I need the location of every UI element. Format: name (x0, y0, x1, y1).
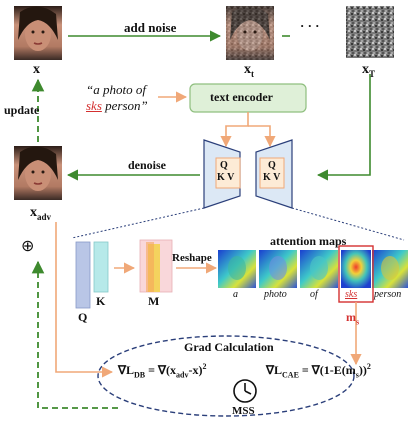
prompt-line1: “a photo of (86, 82, 146, 97)
oplus-symbol: ⊕ (21, 238, 35, 255)
k-matrix (93, 241, 109, 293)
x-label: x (33, 62, 40, 77)
x-t-label: xt (244, 62, 254, 79)
attention-map-group (218, 250, 408, 288)
x-adv-label: xadv (30, 205, 52, 222)
update-label: update (4, 103, 40, 117)
qkv-left-kv: K V (217, 172, 235, 183)
grad-calculation-title: Grad Calculation (184, 340, 274, 354)
text-encoder-label: text encoder (210, 90, 273, 104)
unet-block (203, 139, 293, 209)
reshape-label: Reshape (172, 252, 212, 264)
qkv-left-q: Q (220, 160, 228, 171)
grad-calculation-region (97, 335, 355, 417)
qkv-right-kv: K V (263, 172, 281, 183)
loss-db-formula: ∇LDB = ∇(xadv-x)2 (118, 362, 207, 380)
mss-label: MSS (232, 405, 255, 417)
m-matrix (139, 239, 173, 293)
token-of: of (310, 289, 318, 300)
image-x-t (226, 6, 274, 60)
loss-cae-formula: ∇LCAE = ∇(1-E(ms))2 (266, 362, 371, 380)
token-photo: photo (264, 289, 287, 300)
token-a: a (233, 289, 238, 300)
add-noise-label: add noise (124, 20, 177, 35)
prompt-line2: sks person” (86, 98, 148, 113)
ellipsis: · · · (300, 18, 320, 33)
qkv-right-q: Q (268, 160, 276, 171)
token-sks: sks (345, 289, 358, 300)
image-x (14, 6, 62, 60)
k-matrix-label: K (96, 294, 106, 308)
x-T-to-unet-arrow (316, 74, 371, 181)
m-s-label: ms (346, 310, 360, 327)
gradient-loop-arrow (31, 260, 118, 409)
image-x-T-noise (346, 6, 394, 58)
token-person: person (374, 289, 402, 300)
image-x-adv (14, 146, 62, 200)
denoise-label: denoise (128, 158, 167, 172)
m-matrix-label: M (148, 294, 160, 308)
attention-maps-label: attention maps (270, 234, 347, 248)
x-T-label: xT (362, 62, 376, 79)
clock-icon (233, 379, 257, 403)
q-matrix (75, 241, 91, 309)
prompt-sks-token: sks (86, 98, 102, 113)
q-matrix-label: Q (78, 310, 88, 324)
